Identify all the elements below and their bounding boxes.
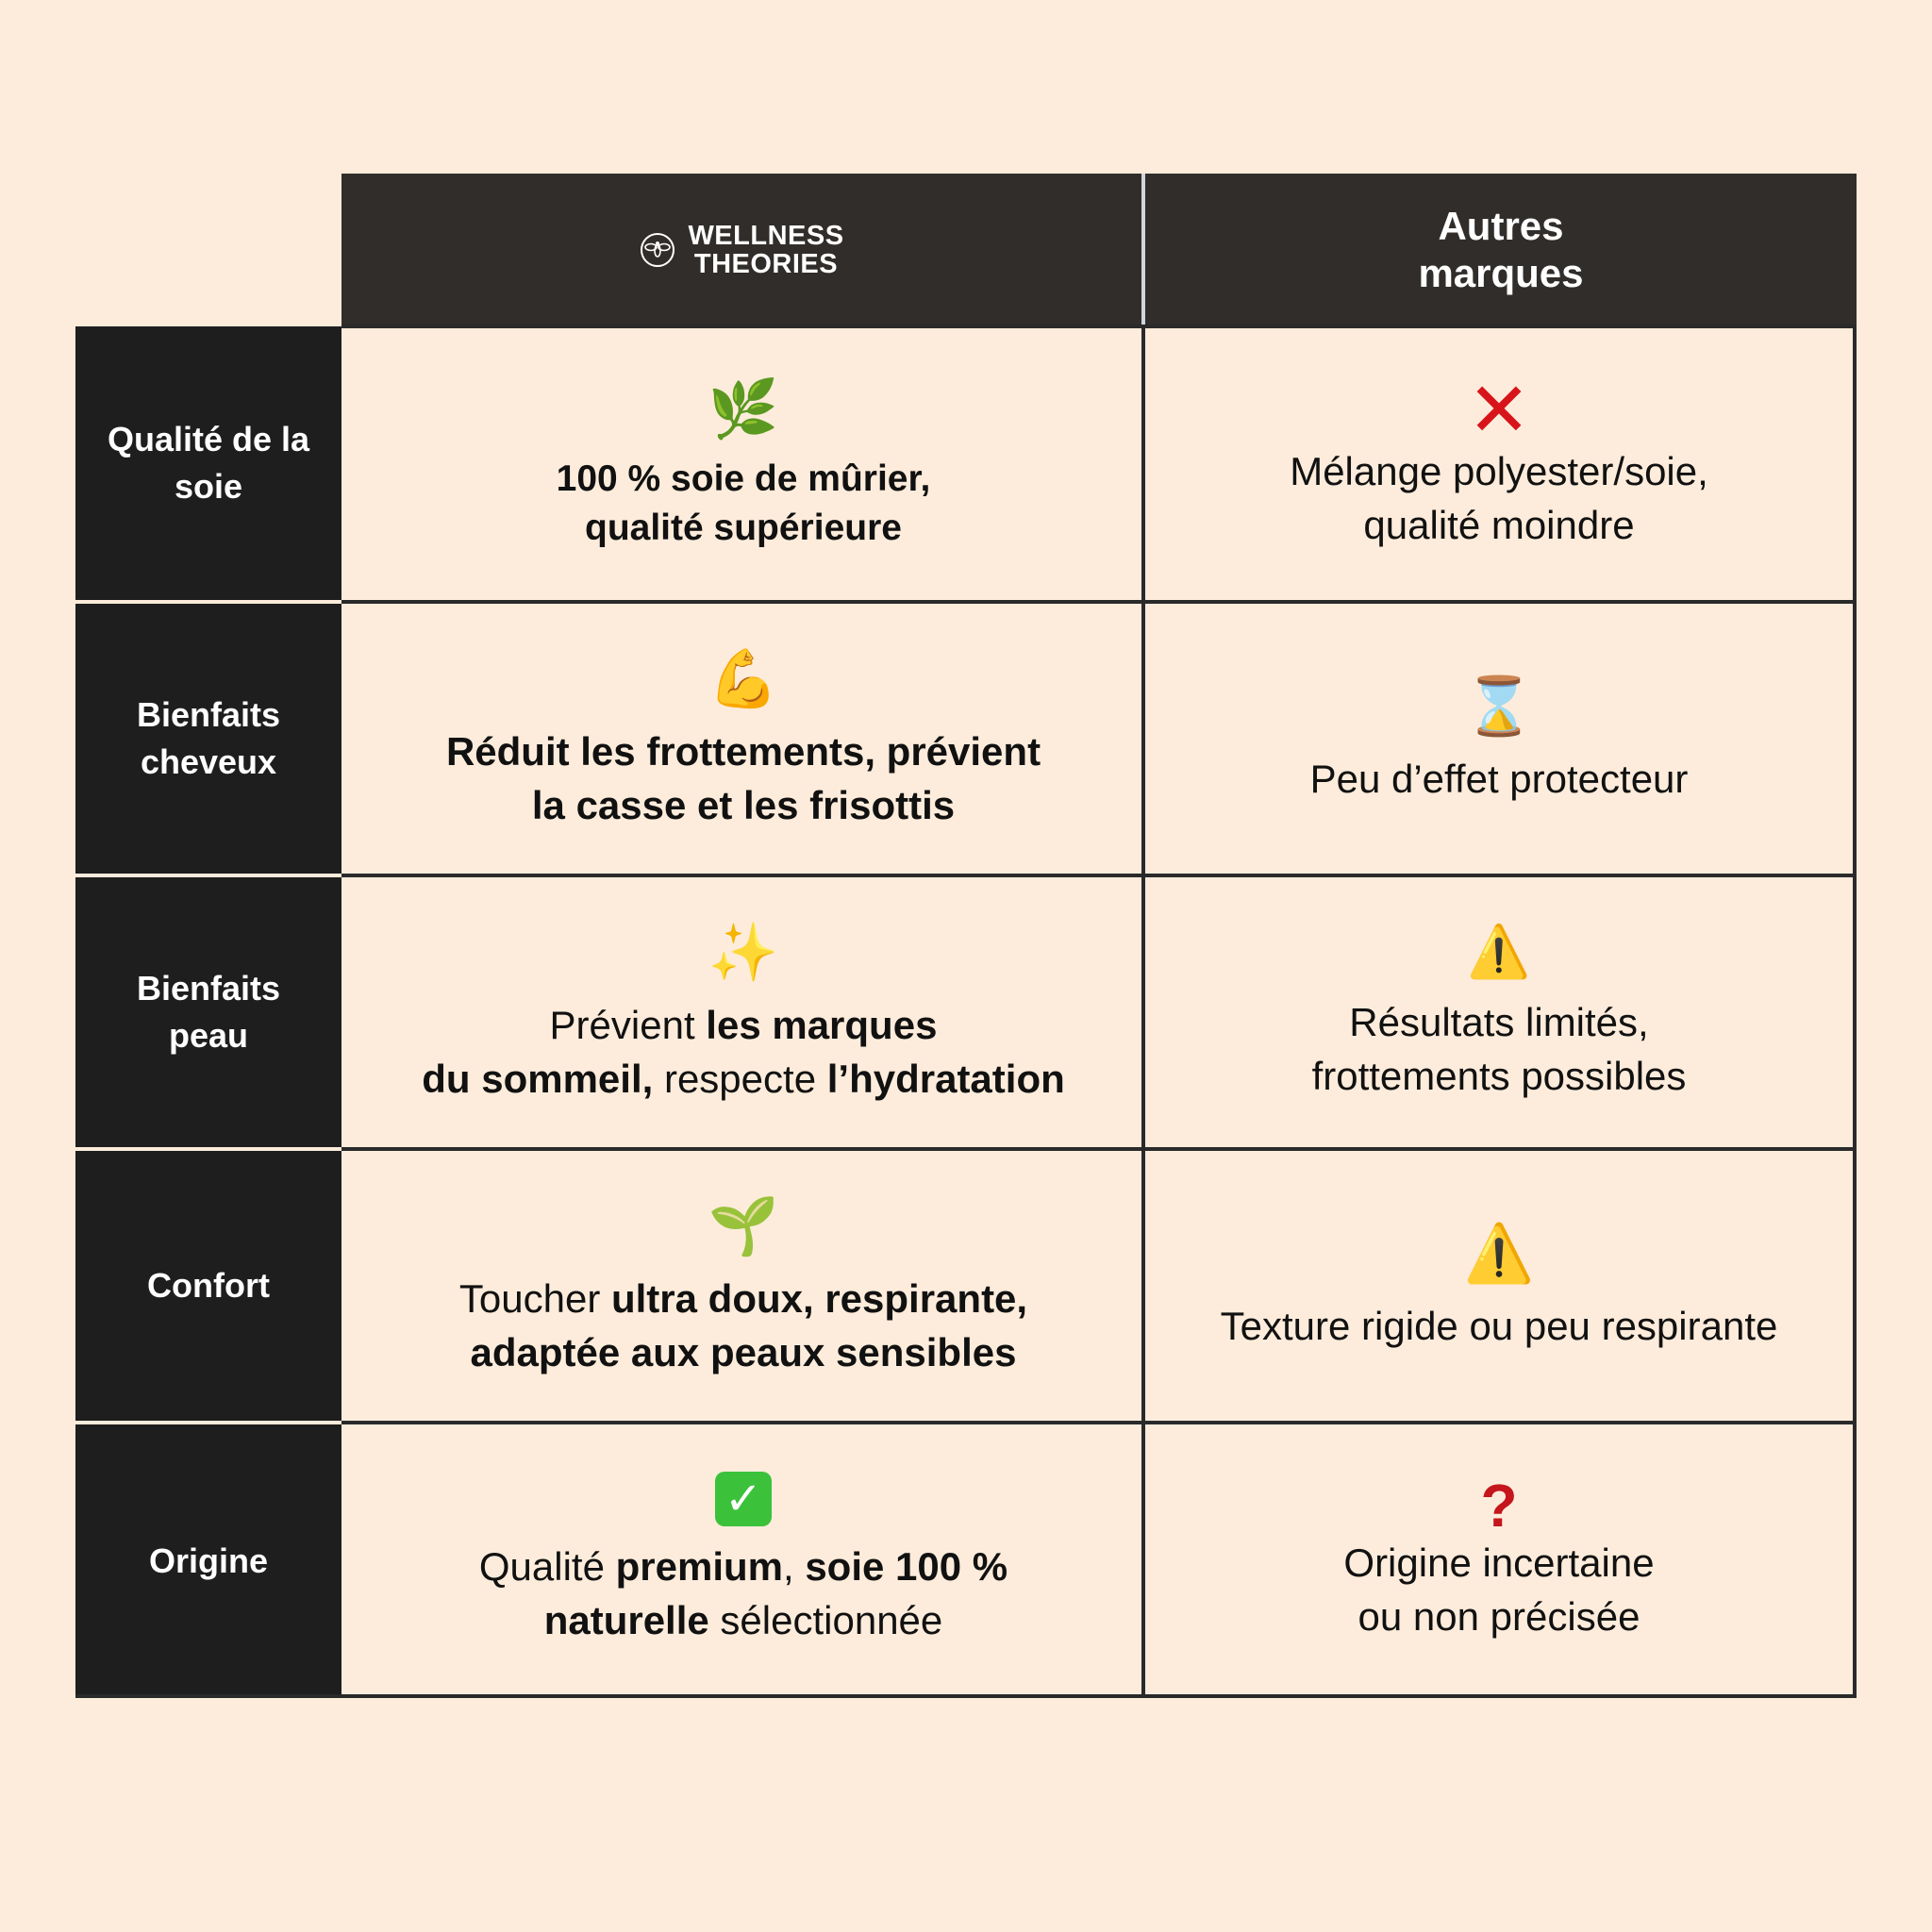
row-label-hair-benefits: Bienfaits cheveux — [75, 604, 341, 874]
other-text-line: Origine incertaine — [1343, 1541, 1655, 1585]
other-text-line: Résultats limités, — [1349, 1000, 1649, 1044]
text-segment: sélectionnée — [708, 1598, 943, 1642]
cross-mark-icon: ✕ — [1467, 366, 1531, 454]
text-segment-bold: adaptée aux peaux sensibles — [470, 1330, 1017, 1374]
other-cell-silk-quality: ✕ Mélange polyester/soie, qualité moindr… — [1145, 328, 1853, 600]
row-label-comfort: Confort — [75, 1151, 341, 1421]
other-cell-origin: ? Origine incertaine ou non précisée — [1145, 1424, 1853, 1694]
other-cell-skin-benefits: ⚠️ Résultats limités, frottements possib… — [1145, 877, 1853, 1147]
seedling-icon: 🌱 — [708, 1194, 779, 1257]
brand-text-line: qualité supérieure — [585, 508, 902, 548]
brand-cell-comfort: 🌱 Toucher ultra doux, respirante, adapté… — [345, 1151, 1141, 1421]
brand-text-line: Réduit les frottements, prévient — [445, 729, 1041, 774]
brand-text-line: 100 % soie de mûrier, — [556, 458, 931, 499]
header-divider — [1141, 174, 1145, 326]
other-cell-comfort: ⚠️ Texture rigide ou peu respirante — [1145, 1151, 1853, 1421]
brand-cell-skin-benefits: ✨ Prévient les marques du sommeil, respe… — [345, 877, 1141, 1147]
brand-cell-hair-benefits: 💪 Réduit les frottements, prévient la ca… — [345, 604, 1141, 874]
text-segment-bold: l’hydratation — [826, 1057, 1065, 1101]
other-text-line: frottements possibles — [1311, 1054, 1687, 1098]
header-brand: WELLNESS THEORIES — [341, 174, 1141, 326]
brand-name-line1: WELLNESS — [688, 221, 844, 251]
text-segment-bold: premium — [615, 1544, 783, 1589]
bee-logo-icon — [641, 233, 675, 267]
brand-text-line: la casse et les frisottis — [531, 783, 956, 827]
text-segment: Prévient — [549, 1003, 707, 1047]
text-segment-bold: naturelle — [543, 1598, 709, 1642]
other-text-line: Peu d’effet protecteur — [1309, 756, 1689, 801]
flexed-biceps-icon: 💪 — [708, 647, 779, 710]
header-other-brands: Autres marques — [1145, 174, 1857, 326]
row-label-origin: Origine — [75, 1424, 341, 1698]
text-segment: , — [782, 1544, 806, 1589]
herb-icon: 🌿 — [708, 377, 779, 441]
text-segment: Toucher — [458, 1276, 611, 1321]
other-text-line: qualité moindre — [1363, 503, 1635, 547]
hourglass-icon: ⌛ — [1463, 674, 1535, 738]
warning-icon: ⚠️ — [1463, 1221, 1535, 1285]
brand-cell-origin: ✓ Qualité premium, soie 100 % naturelle … — [345, 1424, 1141, 1694]
text-segment-bold: du sommeil, — [422, 1057, 654, 1101]
other-text-line: ou non précisée — [1357, 1594, 1641, 1639]
other-text-line: Texture rigide ou peu respirante — [1220, 1303, 1778, 1348]
text-segment-bold: soie 100 % — [805, 1544, 1008, 1589]
text-segment-bold: ultra doux, respirante, — [610, 1276, 1028, 1321]
sparkles-icon: ✨ — [708, 921, 779, 984]
warning-icon: ⚠️ — [1467, 924, 1531, 980]
text-segment-bold: les marques — [706, 1003, 938, 1047]
question-mark-icon: ? — [1480, 1472, 1518, 1540]
brand-name-line2: THEORIES — [693, 249, 839, 279]
other-brands-title: Autres marques — [1418, 204, 1584, 295]
row-label-skin-benefits: Bienfaits peau — [75, 877, 341, 1147]
other-cell-hair-benefits: ⌛ Peu d’effet protecteur — [1145, 604, 1853, 874]
other-text-line: Mélange polyester/soie, — [1290, 449, 1708, 493]
brand-logo-group: WELLNESS THEORIES — [639, 222, 843, 278]
text-segment: respecte — [653, 1057, 827, 1101]
brand-name: WELLNESS THEORIES — [688, 222, 843, 278]
brand-cell-silk-quality: 🌿 100 % soie de mûrier, qualité supérieu… — [345, 328, 1141, 600]
text-segment: Qualité — [478, 1544, 616, 1589]
check-mark-icon: ✓ — [715, 1472, 772, 1526]
row-label-silk-quality: Qualité de la soie — [75, 326, 341, 600]
